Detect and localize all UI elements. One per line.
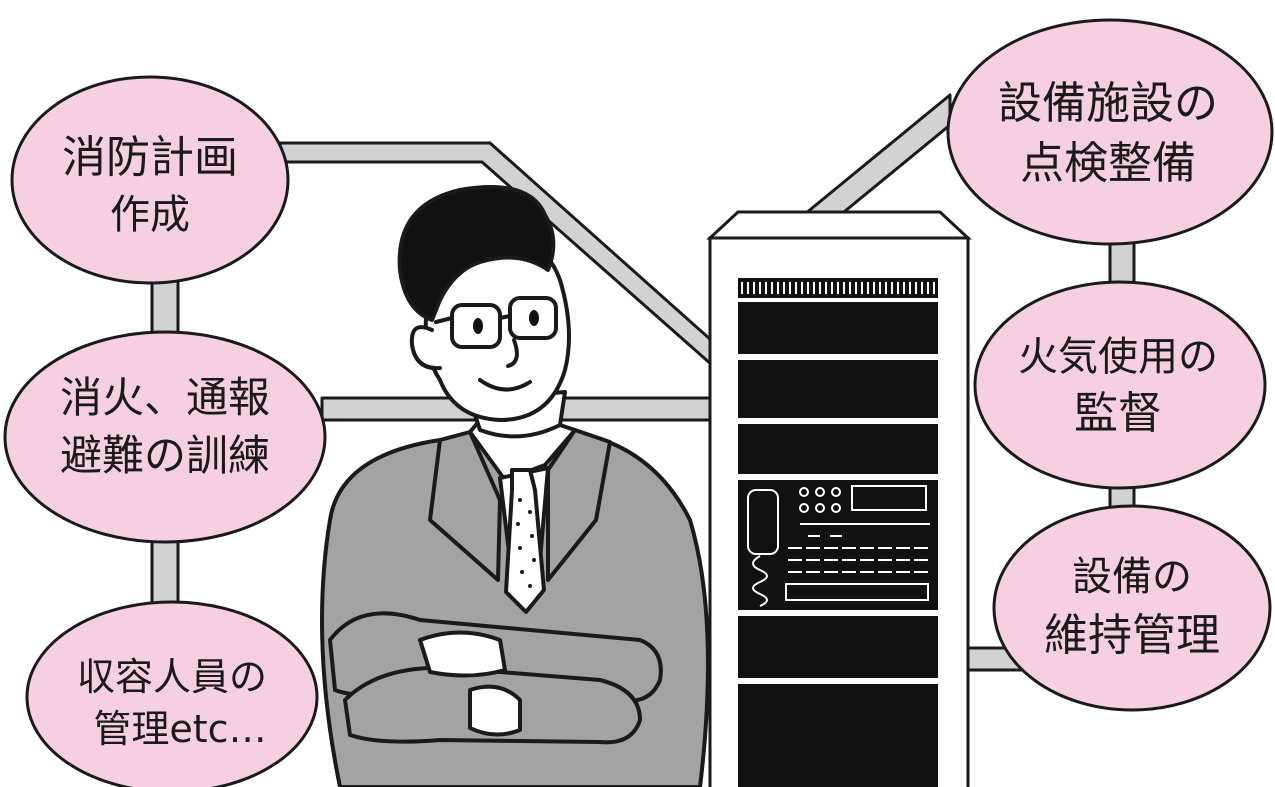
duty-bubble-right-2: 火気使用の 監督 (973, 280, 1267, 490)
control-panel-details (747, 485, 930, 607)
duty-left-3-line-2: 管理etc… (93, 707, 266, 751)
rack-panel-1 (738, 302, 938, 354)
duty-left-1-line-1: 消防計画 (62, 132, 238, 183)
duty-bubble-left-3: 収容人員の 管理etc… (25, 600, 319, 787)
ear (409, 325, 442, 371)
nose (506, 338, 519, 368)
duty-right-2-line-2: 監督 (1074, 388, 1162, 439)
duty-left-3-line-1: 収容人員の (77, 655, 267, 699)
connector-top-right (798, 93, 952, 232)
duty-bubble-left-1: 消防計画 作成 (10, 75, 290, 285)
necktie (504, 468, 546, 614)
duty-left-2-line-1: 消火、通報 (60, 373, 270, 422)
duty-bubble-right-1: 設備施設の 点検整備 (946, 18, 1274, 246)
eyes (473, 310, 539, 334)
hair (397, 185, 556, 322)
duty-bubble-left-2: 消火、通報 避難の訓練 (3, 330, 327, 544)
equipment-rack (706, 210, 972, 787)
duty-right-1-line-2: 点検整備 (1020, 138, 1196, 189)
lapel-right (546, 428, 612, 582)
necktie-dots (516, 498, 536, 588)
rack-panel-3 (738, 424, 938, 474)
rack-vent-slots (741, 282, 935, 294)
rack-panel-4 (738, 616, 938, 678)
rack-top (706, 210, 972, 240)
duty-bubble-right-3: 設備の 維持管理 (992, 504, 1272, 712)
duty-left-2-line-2: 避難の訓練 (60, 431, 270, 480)
smile (478, 378, 532, 392)
duty-right-3-line-2: 維持管理 (1044, 610, 1220, 661)
hand-left (418, 630, 507, 678)
lapel-left (428, 430, 502, 582)
duty-left-1-line-2: 作成 (110, 192, 190, 238)
duty-right-2-line-1: 火気使用の (1018, 334, 1218, 380)
duty-right-3-line-1: 設備の (1072, 554, 1192, 600)
hand-right (468, 684, 522, 737)
rack-panel-2 (738, 360, 938, 418)
rack-control-panel (738, 480, 938, 610)
duty-right-1-line-1: 設備施設の (998, 78, 1218, 129)
person-figure (320, 185, 710, 787)
rack-panel-5 (738, 684, 938, 787)
